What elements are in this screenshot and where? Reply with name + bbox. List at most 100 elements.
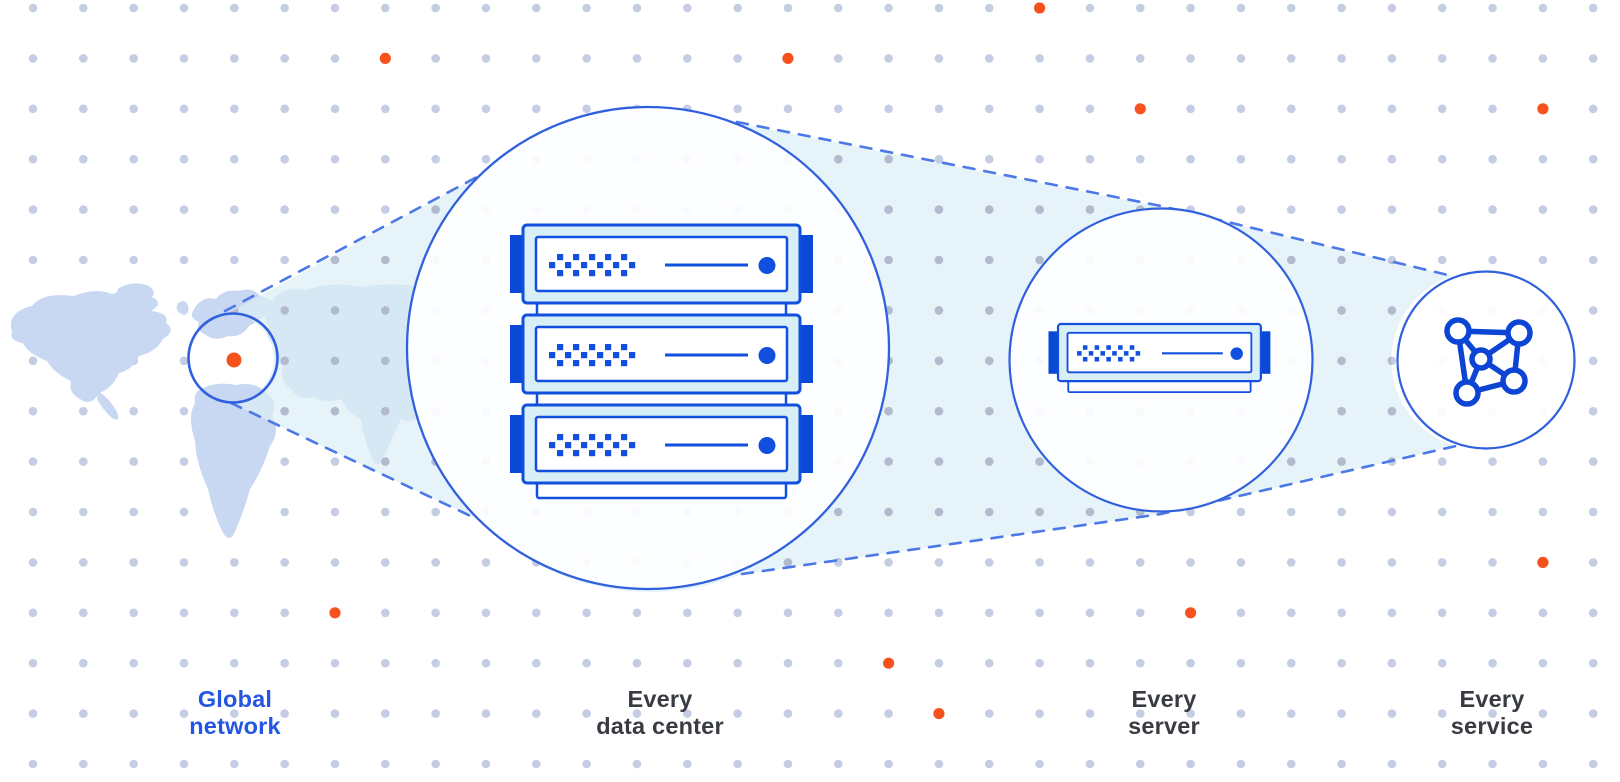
grid-dot [381, 3, 390, 13]
grid-dot [884, 457, 893, 466]
grid-dot [280, 457, 289, 466]
grid-dot [330, 406, 340, 416]
grid-dot [1236, 104, 1246, 114]
grid-dot [179, 558, 189, 567]
accent-dot [883, 657, 895, 669]
grid-dot [1236, 558, 1246, 567]
grid-dot [230, 54, 239, 63]
grid-dot [481, 759, 491, 769]
grid-dot [783, 709, 793, 718]
grid-dot [280, 608, 289, 618]
grid-dot [1588, 658, 1598, 668]
grid-dot [984, 104, 994, 114]
grid-dot [1538, 759, 1548, 769]
grid-dot [1538, 3, 1548, 13]
grid-dot [884, 406, 893, 416]
grid-dot [1286, 104, 1296, 114]
grid-dot [733, 608, 742, 618]
grid-dot [79, 54, 88, 63]
grid-dot [28, 255, 38, 265]
label-line: network [189, 713, 281, 739]
grid-dot [984, 255, 994, 265]
grid-dot [1488, 154, 1497, 164]
grid-dot [129, 759, 138, 769]
grid-dot [1538, 658, 1548, 668]
grid-dot [934, 205, 944, 214]
grid-dot [1588, 457, 1598, 466]
grid-dot [129, 255, 138, 265]
grid-dot [431, 759, 440, 769]
grid-dot [1286, 205, 1296, 214]
grid-dot [330, 759, 340, 769]
grid-dot [1035, 709, 1044, 718]
grid-dot [1337, 54, 1346, 63]
grid-dot [1588, 255, 1598, 265]
grid-dot [129, 104, 138, 114]
grid-dot [1186, 759, 1195, 769]
grid-dot [733, 709, 742, 718]
grid-dot [381, 205, 390, 214]
grid-dot [1286, 608, 1296, 618]
grid-dot [1085, 507, 1095, 517]
grid-dot [1035, 507, 1044, 517]
grid-dot [1588, 608, 1598, 618]
grid-dot [1085, 658, 1095, 668]
grid-dot [1286, 3, 1296, 13]
grid-dot [330, 356, 340, 366]
grid-dot [1085, 558, 1095, 567]
rack-unit-3 [508, 403, 815, 500]
grid-dot [1387, 608, 1397, 618]
grid-dot [179, 54, 189, 63]
grid-dot [431, 205, 440, 214]
grid-dot [179, 709, 189, 718]
grid-dot [381, 658, 390, 668]
grid-dot [1286, 658, 1296, 668]
grid-dot [984, 558, 994, 567]
grid-dot [833, 104, 843, 114]
grid-dot [1286, 255, 1296, 265]
grid-dot [1286, 54, 1296, 63]
grid-dot [179, 205, 189, 214]
grid-dot [1035, 255, 1044, 265]
grid-dot [230, 709, 239, 718]
grid-dot [532, 658, 541, 668]
grid-dot [1588, 205, 1598, 214]
grid-dot [381, 608, 390, 618]
grid-dot [783, 658, 793, 668]
grid-dot [129, 507, 138, 517]
grid-dot [1135, 759, 1145, 769]
grid-dot [1337, 507, 1346, 517]
grid-dot [833, 507, 843, 517]
label-line: server [1128, 713, 1200, 739]
grid-dot [1337, 558, 1346, 567]
grid-dot [1387, 558, 1397, 567]
grid-dot [1387, 658, 1397, 668]
grid-dot [532, 608, 541, 618]
grid-dot [481, 3, 491, 13]
grid-dot [783, 759, 793, 769]
global-network-circle [187, 312, 279, 404]
grid-dot [1588, 154, 1598, 164]
grid-dot [79, 558, 88, 567]
grid-dot [984, 759, 994, 769]
grid-dot [934, 3, 944, 13]
grid-dot [1538, 255, 1548, 265]
grid-dot [28, 104, 38, 114]
grid-dot [934, 406, 944, 416]
grid-dot [1387, 709, 1397, 718]
grid-dot [381, 154, 390, 164]
grid-dot [280, 54, 289, 63]
grid-dot [79, 3, 88, 13]
dashed-line-lower-left [229, 401, 479, 521]
label-line: Every [1131, 686, 1197, 712]
grid-dot [934, 457, 944, 466]
grid-dot [1337, 356, 1346, 366]
grid-dot [884, 608, 893, 618]
grid-dot [280, 205, 289, 214]
grid-dot [129, 608, 138, 618]
mesh-node [1453, 379, 1481, 407]
grid-dot [280, 3, 289, 13]
grid-dot [884, 709, 893, 718]
grid-dot [280, 658, 289, 668]
